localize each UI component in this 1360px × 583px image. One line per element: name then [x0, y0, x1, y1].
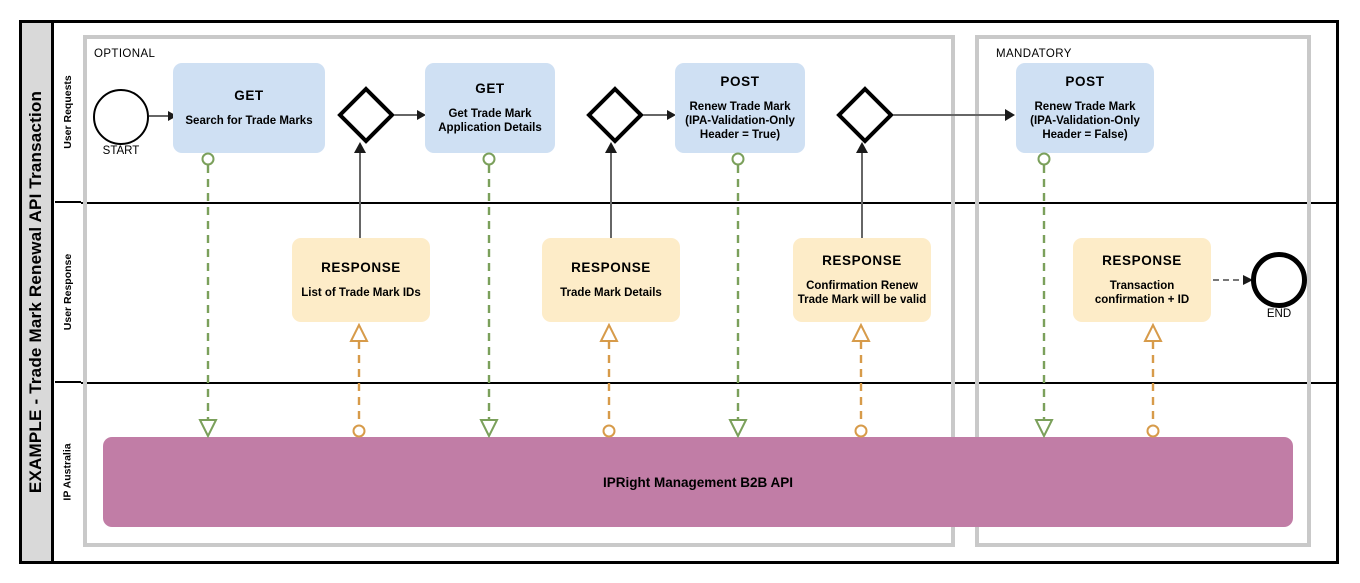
- task-verb: POST: [720, 74, 760, 90]
- start-event-label: START: [102, 145, 140, 157]
- lane-separator-2: [81, 382, 1336, 384]
- task-desc: List of Trade Mark IDs: [301, 286, 421, 299]
- task-verb: GET: [234, 88, 264, 104]
- message-flow-api-to-res1: [349, 322, 369, 438]
- message-flow-api-to-res3: [851, 322, 871, 438]
- message-flow-api-to-res2: [599, 322, 619, 438]
- task-response-confirmation-renew[interactable]: RESPONSE Confirmation Renew Trade Mark w…: [793, 238, 931, 322]
- system-label: IPRight Management B2B API: [602, 474, 794, 490]
- sequence-flow-gw2-to-req3: [643, 107, 676, 123]
- task-desc: Confirmation Renew Trade Mark will be va…: [797, 279, 927, 306]
- task-response-trade-mark-details[interactable]: RESPONSE Trade Mark Details: [542, 238, 680, 322]
- message-flow-req4-to-api: [1034, 152, 1054, 440]
- group-mandatory-label: MANDATORY: [996, 48, 1072, 60]
- task-desc: Renew Trade Mark (IPA-Validation-Only He…: [1030, 100, 1140, 141]
- sequence-flow-gw1-to-req2: [394, 107, 426, 123]
- task-verb: RESPONSE: [321, 260, 401, 276]
- task-get-search-trade-marks[interactable]: GET Search for Trade Marks: [173, 63, 325, 153]
- task-verb: RESPONSE: [1102, 253, 1182, 269]
- message-flow-req1-to-api: [198, 152, 218, 440]
- task-response-trade-mark-ids[interactable]: RESPONSE List of Trade Mark IDs: [292, 238, 430, 322]
- task-desc: Renew Trade Mark (IPA-Validation-Only He…: [685, 100, 795, 141]
- sequence-flow-gw3-to-req4: [893, 107, 1015, 123]
- lane-separator-1: [81, 202, 1336, 204]
- task-desc: Search for Trade Marks: [185, 114, 313, 127]
- lane-label-text: User Response: [62, 253, 75, 331]
- diagram-title: EXAMPLE - Trade Mark Renewal API Transac…: [26, 90, 46, 494]
- task-post-renew-validation-true[interactable]: POST Renew Trade Mark (IPA-Validation-On…: [675, 63, 805, 153]
- sequence-flow-res1-to-gw1: [352, 140, 368, 240]
- end-event-circle: [1251, 252, 1307, 308]
- lane-label-text: IP Australia: [62, 443, 75, 501]
- task-desc: Get Trade Mark Application Details: [438, 107, 542, 134]
- message-flow-req3-to-api: [728, 152, 748, 440]
- task-get-application-details[interactable]: GET Get Trade Mark Application Details: [425, 63, 555, 153]
- end-event-label: END: [1266, 308, 1292, 320]
- message-flow-req2-to-api: [479, 152, 499, 440]
- lane-label-user-response: User Response: [55, 203, 81, 383]
- task-desc: Transaction confirmation + ID: [1094, 279, 1190, 306]
- task-desc: Trade Mark Details: [560, 286, 662, 299]
- start-event-circle: [93, 89, 149, 145]
- task-response-transaction-confirmation[interactable]: RESPONSE Transaction confirmation + ID: [1073, 238, 1211, 322]
- gateway-2[interactable]: [586, 86, 644, 144]
- task-verb: POST: [1065, 74, 1105, 90]
- sequence-flow-res2-to-gw2: [603, 140, 619, 240]
- lane-label-user-requests: User Requests: [55, 23, 81, 203]
- gateway-1[interactable]: [337, 86, 395, 144]
- group-mandatory: [975, 35, 1311, 547]
- diagram-title-band: EXAMPLE - Trade Mark Renewal API Transac…: [22, 23, 54, 561]
- task-verb: RESPONSE: [571, 260, 651, 276]
- task-verb: RESPONSE: [822, 253, 902, 269]
- group-optional: [83, 35, 955, 547]
- task-verb: GET: [475, 81, 505, 97]
- lane-label-text: User Requests: [62, 75, 74, 149]
- sequence-flow-start-to-req1: [149, 108, 177, 124]
- gateway-3[interactable]: [836, 86, 894, 144]
- task-post-renew-validation-false[interactable]: POST Renew Trade Mark (IPA-Validation-On…: [1016, 63, 1154, 153]
- system-b2b-api[interactable]: IPRight Management B2B API: [103, 437, 1293, 527]
- sequence-flow-res4-to-end: [1213, 272, 1255, 288]
- message-flow-api-to-res4: [1143, 322, 1163, 438]
- lane-label-ip-australia: IP Australia: [55, 383, 81, 561]
- group-optional-label: OPTIONAL: [94, 48, 156, 60]
- sequence-flow-res3-to-gw3: [854, 140, 870, 240]
